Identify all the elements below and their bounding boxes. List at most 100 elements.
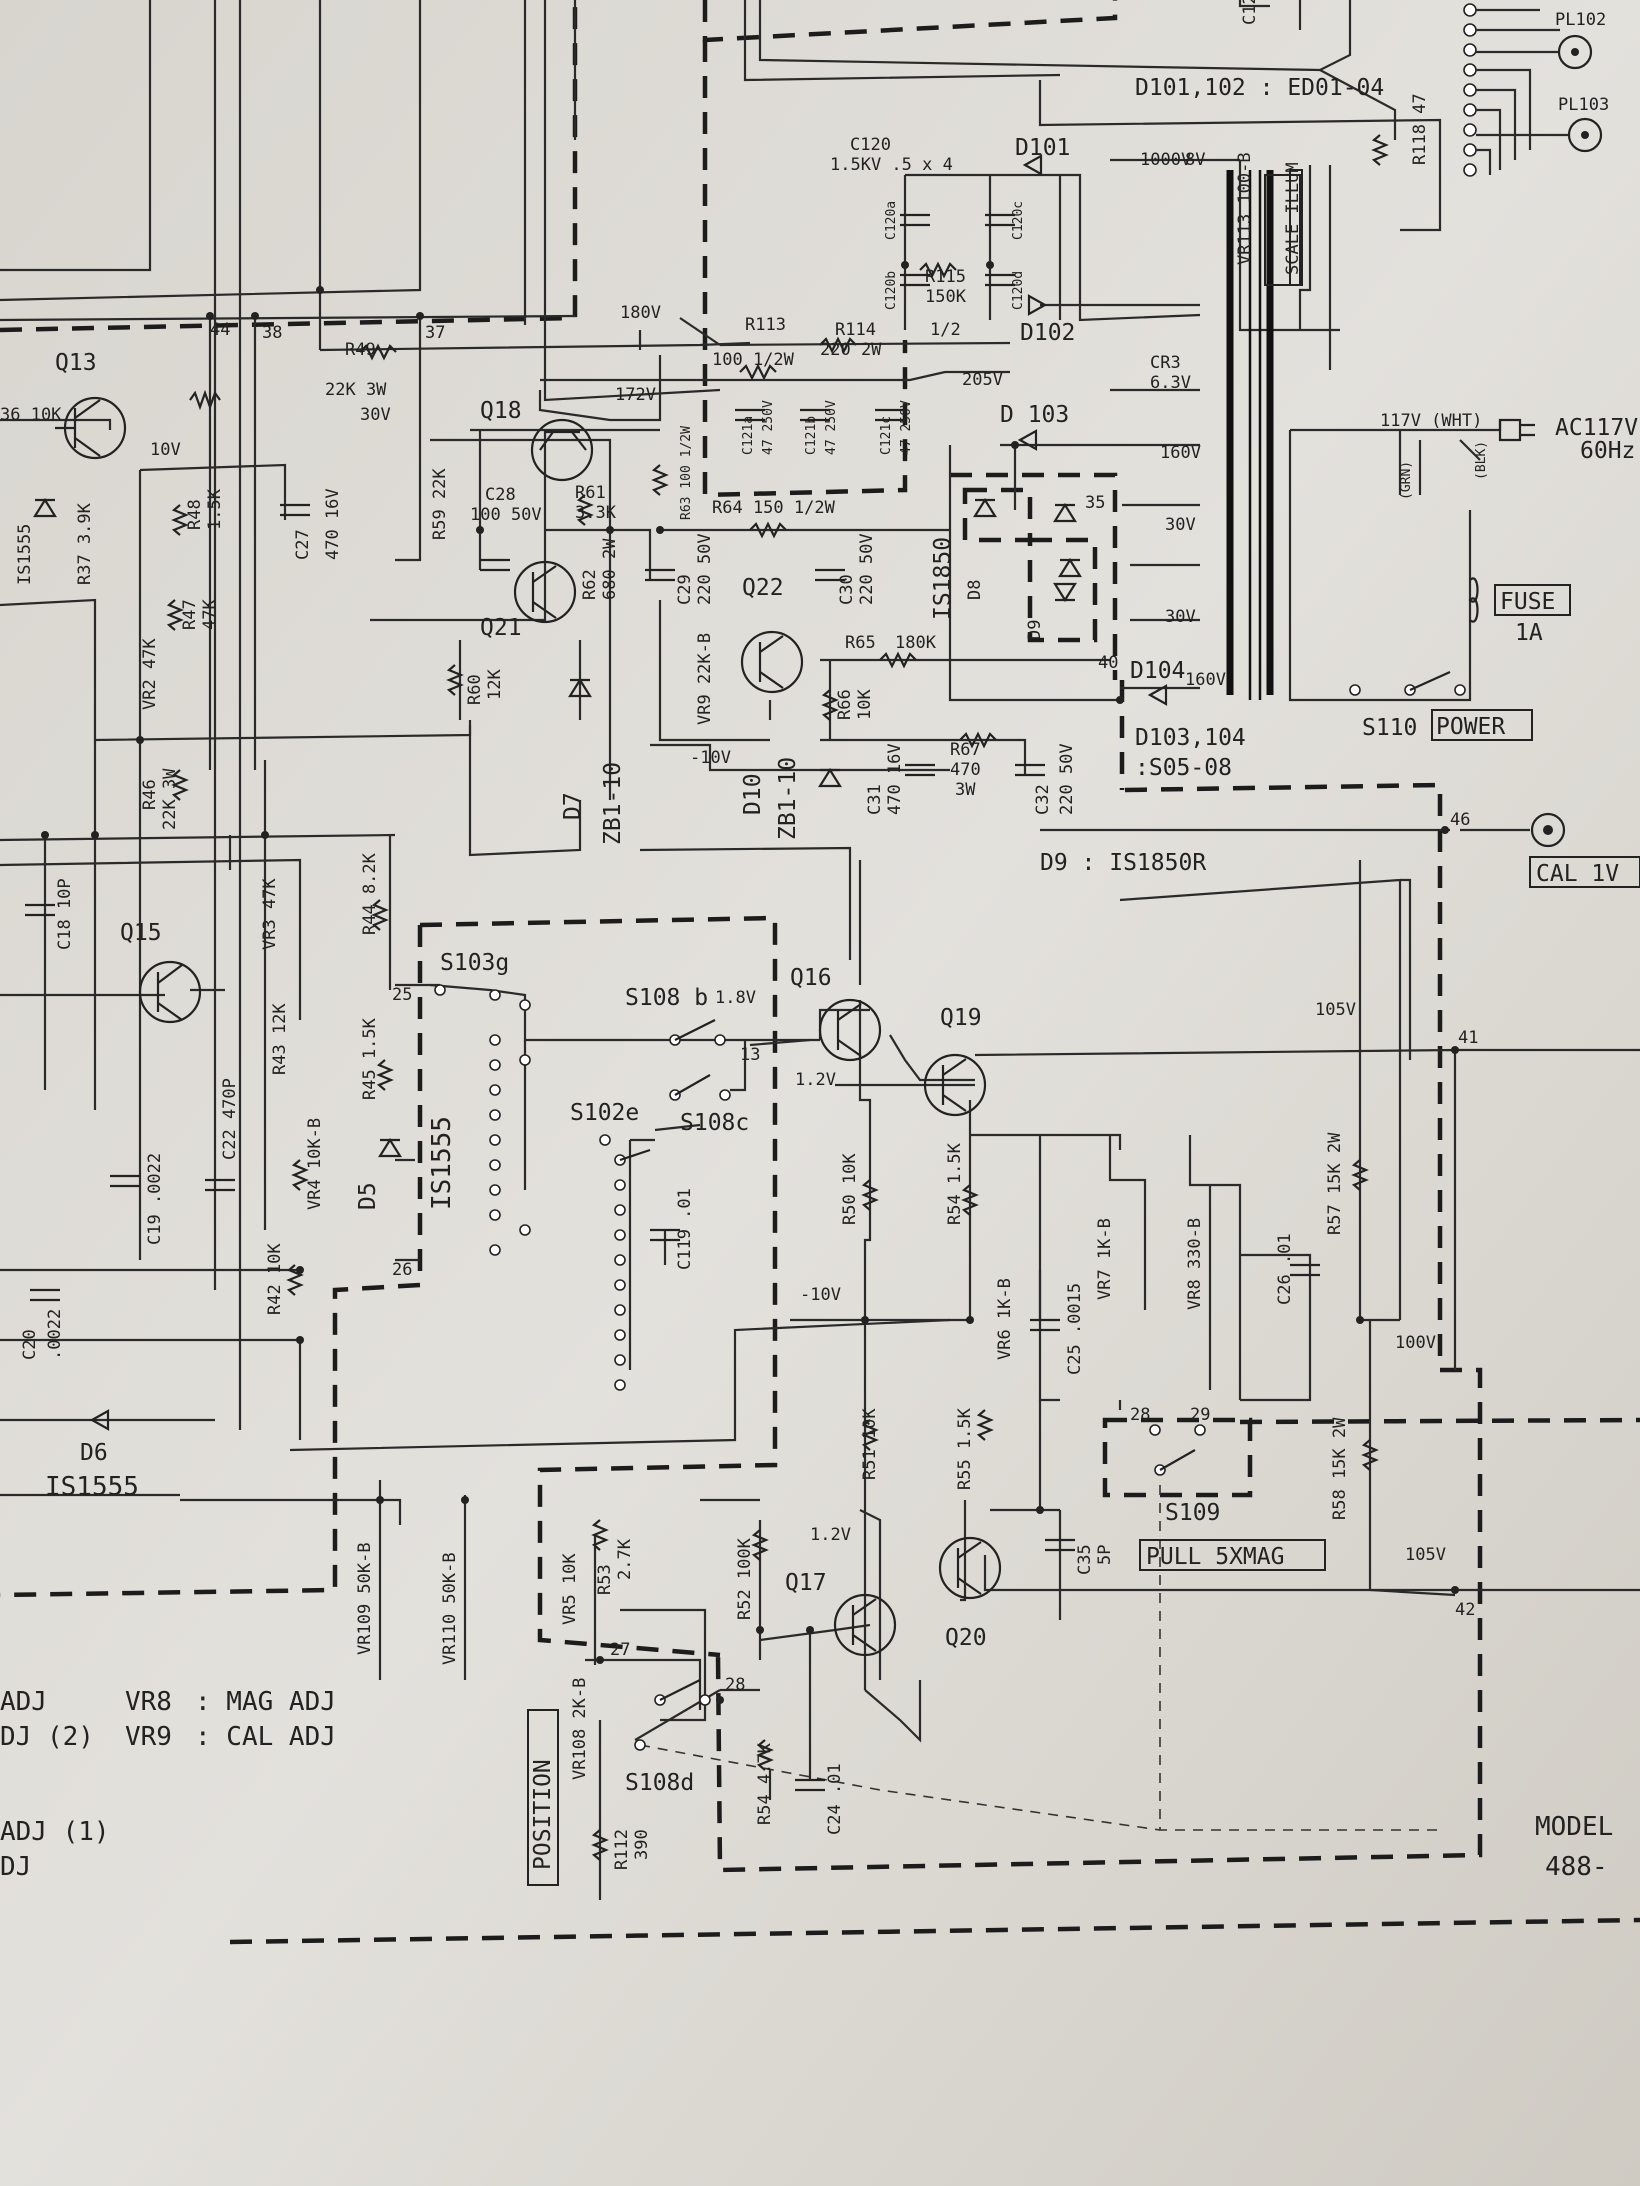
label-c24: C24 .01 [825,1763,845,1835]
label-r50: R50 10K [840,1153,860,1225]
label-r51: R51 10K [860,1408,880,1480]
transistor-q19 [938,1536,1002,1600]
legend-vr9-val: : CAL ADJ [195,1722,336,1752]
label-position: POSITION [530,1759,556,1870]
label-100v: 100V [1395,1333,1436,1353]
label-r53-val: 2.7K [615,1538,635,1580]
diodes [33,154,1168,1431]
label-d102: D102 [1020,320,1075,346]
label-r63: R63 100 1/2W [679,426,694,520]
label-c32-val: 220 50V [1057,743,1077,815]
label-r52: R52 100K [735,1537,755,1620]
transistor-q17 [833,1593,897,1657]
label-pl102: PL102 [1555,10,1606,30]
label-c30: C30 [837,574,857,605]
legend-vr8-val: : MAG ADJ [195,1687,336,1717]
legend-row-5: ADJ (1) [0,1817,110,1847]
label-205v: 205V [962,370,1003,390]
label-s108c: S108c [680,1110,749,1136]
label-r66-val: 10K [855,689,875,720]
label-30v-a: 30V [1165,515,1196,535]
label-r112: R112 [612,1829,632,1870]
label-r61-val: 3.3K [575,503,617,523]
power-transformer [1226,170,1274,700]
label-c30-val: 220 50V [857,533,877,605]
transistor-q18 [923,1053,987,1117]
label-r65-val: 180K [895,633,937,653]
node-26: 27 [610,1640,630,1660]
label-6-3v: 6.3V [1150,373,1191,393]
label-c29-val: 220 50V [695,533,715,605]
label-d6-type: IS1555 [45,1472,139,1502]
label-r47: R47 [180,599,200,630]
label-vr8: VR8 330-B [1185,1218,1205,1310]
label-1-8v: 1.8V [715,988,756,1008]
label-d7-type: ZB1-10 [600,762,626,845]
label-1000v: 1000V [1140,150,1191,170]
label-r59: R59 22K [430,468,450,540]
label-r42: R42 10K [265,1243,285,1315]
label-c19: C19 .0022 [145,1153,165,1245]
label-105v-b: 105V [1405,1545,1446,1565]
label-s103: S103g [440,950,509,976]
label-1-2v-b: 1.2V [810,1525,851,1545]
label-model: MODEL [1535,1812,1613,1842]
label-vr5: VR5 10K [560,1553,580,1625]
label-r61: R61 [575,483,606,503]
label-r60: R60 [465,674,485,705]
transistor-q16 [818,998,882,1062]
label-c26: C26 .01 [1275,1233,1295,1305]
label-vr6: VR6 1K-B [995,1278,1015,1360]
node-41: 41 [1458,1028,1478,1048]
label-c31: C31 [865,784,885,815]
label-r48-val: 1.5K [205,488,225,530]
label-r112-val: 390 [632,1829,652,1860]
node-25: 13 [740,1045,760,1065]
label-q17: Q17 [785,1570,827,1596]
node-28: 28 [1130,1405,1150,1425]
label-r49-val: 22K 3W [325,380,387,400]
label-c120b: C120b [884,271,899,310]
label-d6: D6 [80,1440,108,1466]
label-cal-1v: CAL 1V [1536,861,1619,887]
label-pl103: PL103 [1558,95,1609,115]
label-10v: 10V [150,440,181,460]
label-scale-illum: SCALE ILLUM [1283,162,1303,275]
label-d103-104-b: :S05-08 [1135,755,1232,781]
wiring [0,0,1640,1900]
legend-row-2: DJ (2) [0,1722,94,1752]
label-1-2v-a: 1.2V [795,1070,836,1090]
node-29: 29 [1190,1405,1210,1425]
label-q20: Q18 [480,398,522,424]
label-d10-type: ZB1-10 [775,757,801,840]
label-c121a-val: 47 250V [761,400,776,455]
label-r115-w: 1/2 [930,320,961,340]
label-vr2: VR2 47K [140,638,160,710]
label-105v-a: 105V [1315,1000,1356,1020]
label-c12x: C12 [1240,0,1260,25]
label-8v: 8V [1185,150,1205,170]
label-vr3: VR3 47K [260,878,280,950]
node-38: 38 [262,323,282,343]
label-s108d: S108d [625,1770,694,1796]
label-is1850: IS1850 [930,537,956,620]
label-s102: S102e [570,1100,639,1126]
label-r62-val: 680 2W [600,538,620,600]
label-r67-val: 470 [950,760,981,780]
label-r60-val: 12K [485,669,505,700]
label-r55: R55 1.5K [955,1407,975,1490]
label-r49: R49 [345,340,376,360]
label-q13: Q13 [55,350,97,376]
legend-row-6: DJ [0,1852,31,1882]
label-s108b: S108 b [625,985,708,1011]
label-q15: Q15 [120,920,162,946]
label-c121b-val: 47 250V [824,400,839,455]
label-d10: D10 [740,773,766,815]
label-r44: R44 8.2K [360,852,380,935]
label-d103: D 103 [1000,402,1069,428]
label-c119: C119 .01 [675,1188,695,1270]
label-160v-b: 160V [1185,670,1226,690]
label-c120c: C120c [1011,201,1026,240]
